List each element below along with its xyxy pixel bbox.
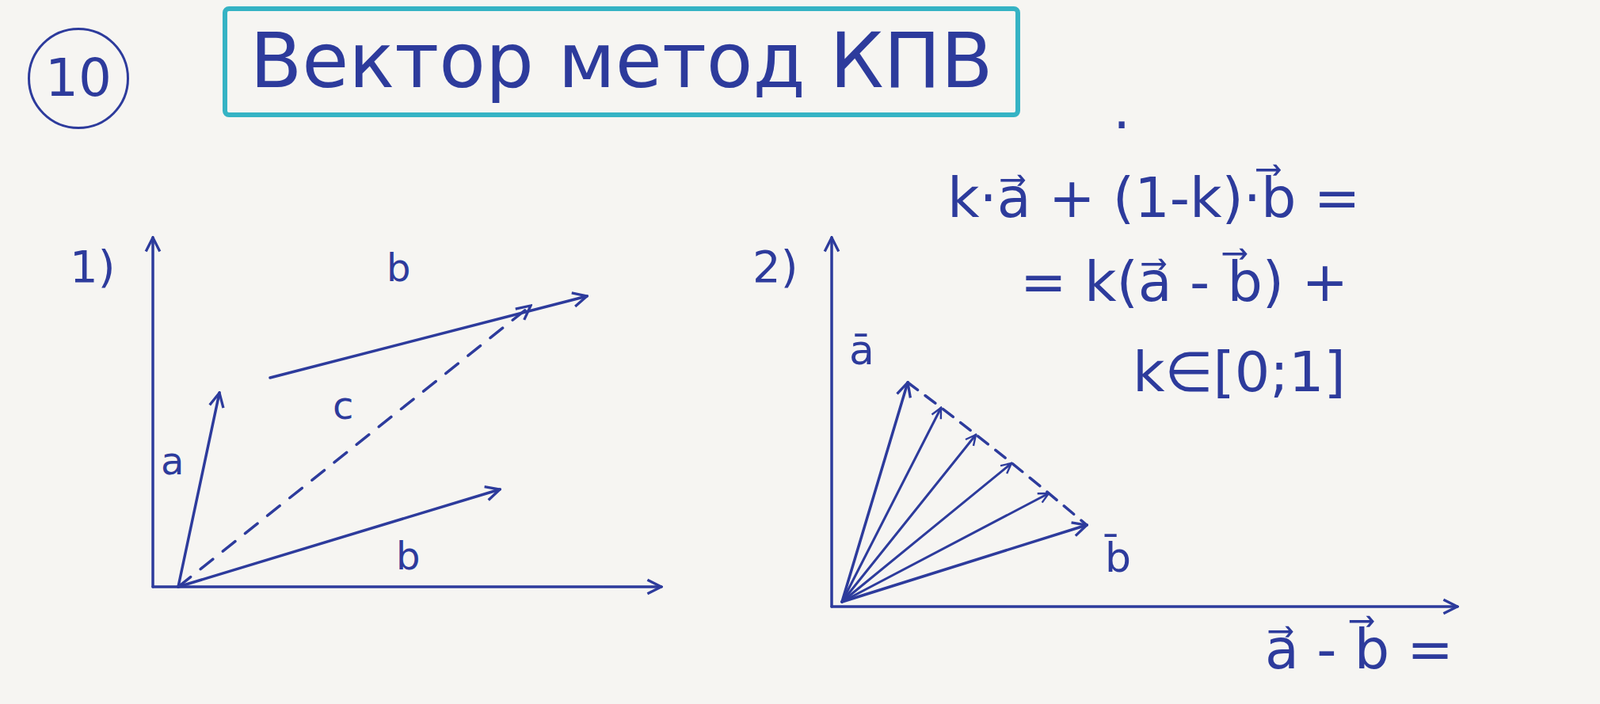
vector-a [178, 392, 220, 587]
formula: a⃗ - b⃗ = [1264, 619, 1454, 681]
step-number: 1) [69, 242, 115, 292]
title-text: Вектор метод КПВ [249, 19, 993, 104]
y-axis [830, 237, 834, 607]
step-number-circle: 10 [27, 27, 130, 130]
vector-b-shifted [270, 296, 587, 378]
formula: k∈[0;1] [1132, 342, 1346, 404]
vector-b [178, 489, 500, 587]
vector-label: ā [849, 327, 875, 374]
formula: k·a⃗ + (1-k)·b⃗ = [947, 167, 1360, 229]
x-axis [831, 605, 1458, 609]
y-axis [151, 237, 155, 587]
combo-vector [841, 493, 1049, 602]
title-box: Вектор метод КПВ [222, 6, 1021, 118]
vector-label: a [160, 440, 184, 483]
vector-label: b [396, 535, 420, 578]
frontier-curve [907, 382, 1087, 526]
vector-label: b [386, 247, 411, 290]
vector-label: b̄ [1104, 535, 1132, 581]
combo-vector [841, 434, 976, 602]
punctuation: . [1112, 79, 1131, 141]
combo-vector [841, 407, 941, 602]
vector-c [178, 305, 531, 587]
formula: = k(a⃗ - b⃗) + [1020, 251, 1349, 313]
vector-label: c [332, 384, 354, 427]
step-number: 2) [752, 242, 798, 292]
combo-vector [841, 463, 1012, 602]
x-axis [152, 585, 662, 589]
step-number: 10 [45, 49, 112, 108]
